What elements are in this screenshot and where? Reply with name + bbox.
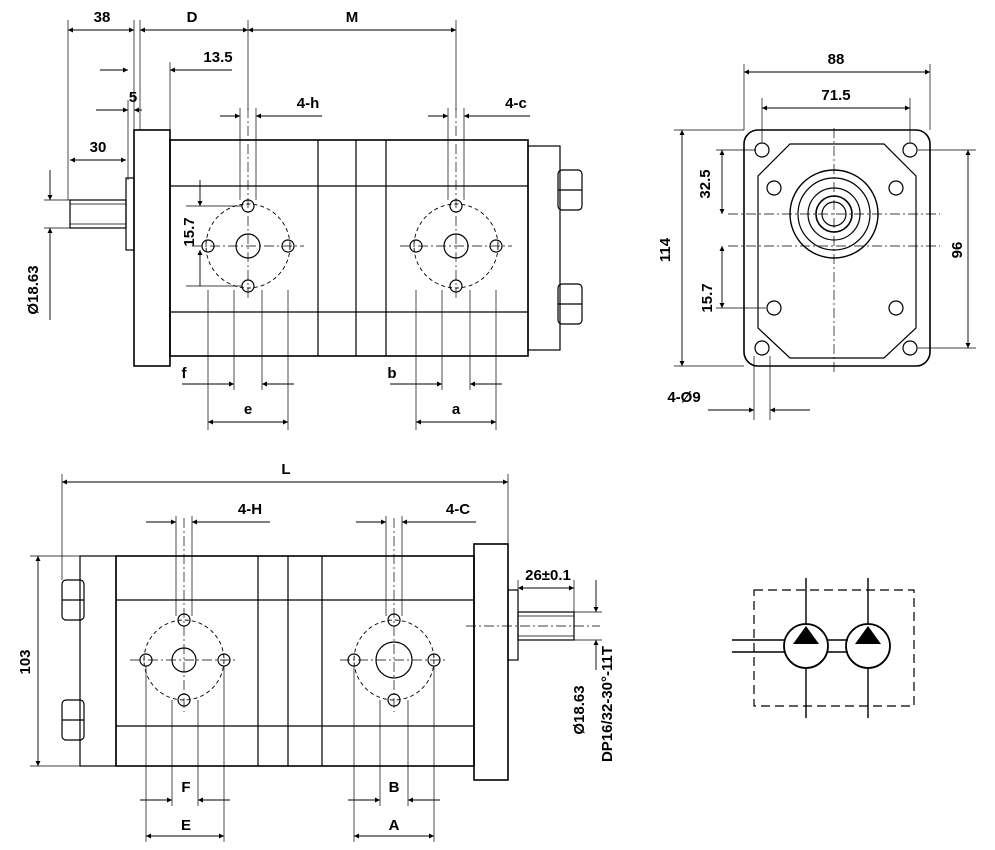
side-view <box>674 64 976 420</box>
mount-hole <box>754 340 770 356</box>
dim-26: 26±0.1 <box>525 567 571 584</box>
shaft-collar <box>125 177 135 251</box>
side-view-labels: 88 71.5 32.5 114 96 15.7 4-Ø9 <box>657 51 966 406</box>
bottom-view-labels: L 4-H 4-C 103 26±0.1 Ø18.63 DP16/32-30°-… <box>17 461 616 834</box>
dim-L: L <box>281 461 290 478</box>
top-view <box>44 20 583 430</box>
dim-5: 5 <box>129 89 137 106</box>
bolt-hole <box>888 180 904 196</box>
dim-E: E <box>181 817 191 834</box>
body-outline <box>757 143 917 359</box>
dim-13.5: 13.5 <box>203 49 232 66</box>
dim-96: 96 <box>949 242 966 259</box>
top-view-labels: 38 D M 13.5 5 30 4-h 4-c 15.7 Ø18.63 e f… <box>25 9 527 418</box>
flange-outline <box>743 129 931 367</box>
dim-A: A <box>389 817 400 834</box>
mounting-flange <box>133 129 171 367</box>
bolt-hole <box>888 300 904 316</box>
mount-hole <box>754 142 770 158</box>
bolt-hole <box>766 300 782 316</box>
bolt-hole <box>766 180 782 196</box>
hydraulic-symbol <box>732 578 915 718</box>
dim-f: f <box>182 365 188 382</box>
dim-71.5: 71.5 <box>821 87 850 104</box>
dim-4-c: 4-c <box>505 95 527 112</box>
front-port-top <box>400 108 512 300</box>
dim-114: 114 <box>657 237 674 262</box>
end-cover-bottom <box>79 555 117 767</box>
dim-38: 38 <box>94 9 111 26</box>
mount-hole <box>902 142 918 158</box>
dim-32.5: 32.5 <box>697 169 714 198</box>
dim-F: F <box>181 779 190 796</box>
dim-M: M <box>346 9 359 26</box>
symbol-boundary <box>753 589 915 707</box>
bottom-view <box>30 474 602 842</box>
dim-D: D <box>187 9 198 26</box>
dim-15.7: 15.7 <box>181 217 198 246</box>
end-cover <box>527 145 561 351</box>
dim-B: B <box>389 779 400 796</box>
dim-88: 88 <box>828 51 845 68</box>
dim-shaft-diameter: Ø18.63 <box>25 265 42 314</box>
dim-15.7-side: 15.7 <box>699 283 716 312</box>
dim-4-Ø9: 4-Ø9 <box>667 389 700 406</box>
pump-symbol-2 <box>845 623 891 669</box>
rear-port-top <box>192 108 304 300</box>
dim-shaft-diameter-bottom: Ø18.63 <box>571 685 588 734</box>
pump-body-bottom <box>115 555 475 767</box>
dim-b: b <box>387 365 396 382</box>
dim-103: 103 <box>17 649 34 674</box>
dim-a: a <box>452 401 461 418</box>
pump-body-top <box>169 139 529 357</box>
shaft-collar-bottom <box>507 589 519 661</box>
rear-port-bottom <box>130 518 238 712</box>
mounting-flange-bottom <box>473 543 509 781</box>
dim-4-H: 4-H <box>238 501 262 518</box>
spline-spec: DP16/32-30°-11T <box>599 646 616 762</box>
dim-4-C: 4-C <box>446 501 470 518</box>
dim-4-h: 4-h <box>297 95 320 112</box>
mount-hole <box>902 340 918 356</box>
dim-30: 30 <box>90 139 107 156</box>
dim-e: e <box>244 401 252 418</box>
front-port-bottom <box>340 518 448 712</box>
pump-symbol-1 <box>783 623 829 669</box>
